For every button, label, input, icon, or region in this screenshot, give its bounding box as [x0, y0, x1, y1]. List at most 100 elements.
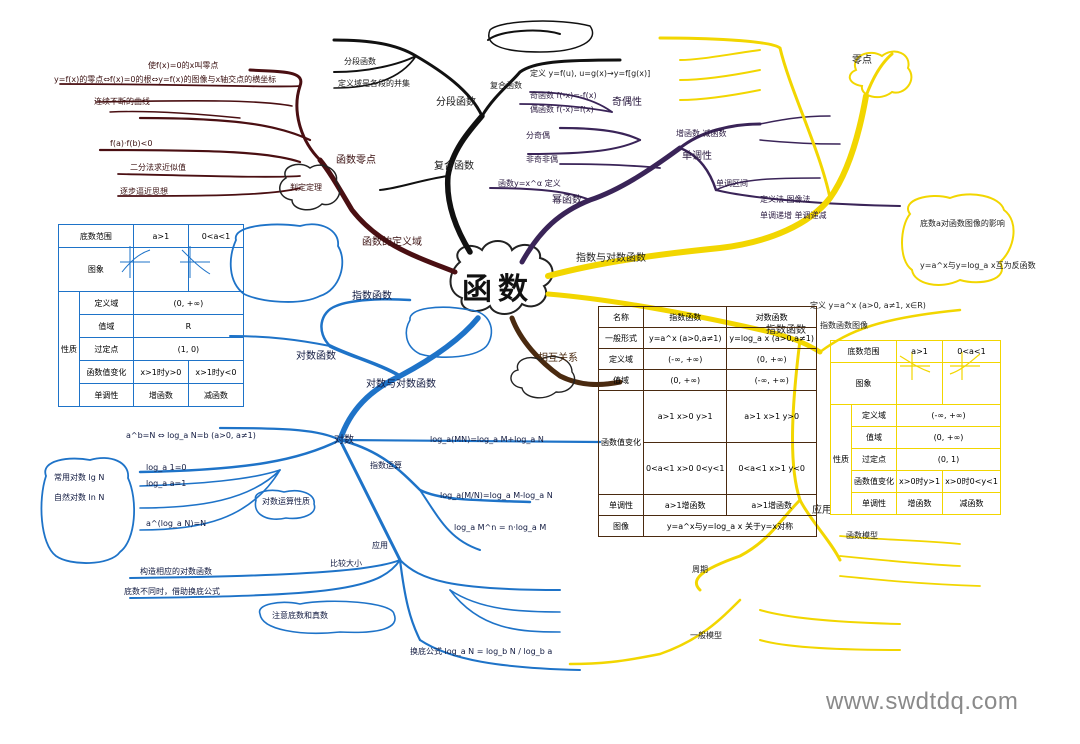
blue-text: a^b=N ⇔ log_a N=b (a>0, a≠1) — [126, 431, 256, 440]
log-table-header-1: 底数范围 — [58, 224, 134, 248]
blue-text: a^(log_a N)=N — [146, 519, 207, 528]
blue-text: 注意底数和真数 — [272, 611, 328, 620]
branch-label-exp-log: 指数与对数函数 — [576, 253, 646, 264]
yellow-text: y=a^x与y=log_a x互为反函数 — [920, 261, 1036, 270]
exp-table-cell: 减函数 — [942, 492, 1001, 515]
log-table-side: 性质 — [58, 291, 80, 407]
red-text: f(a)·f(b)<0 — [110, 139, 153, 148]
red-text: 连续不断的曲线 — [94, 97, 150, 106]
purple-text: 奇函数 f(-x)=-f(x) — [530, 91, 597, 100]
central-title: 函数 — [462, 272, 534, 307]
branch-red — [59, 68, 458, 275]
branch-label-log-func: 对数函数 — [296, 351, 336, 362]
yellow-text: 底数a对函数图像的影响 — [920, 219, 1005, 228]
comparison-cell: 一般形式 — [598, 327, 644, 349]
exp-table-header: 0<a<1 — [942, 340, 1001, 363]
center-cloud — [449, 240, 554, 315]
log-table-cell: x>1时y>0 — [132, 360, 189, 384]
branch-blue — [129, 298, 602, 671]
yellow-text: 函数模型 — [846, 531, 878, 540]
log-table-cell: 过定点 — [79, 337, 134, 361]
black-text: 复合函数 — [490, 81, 522, 90]
red-text: 二分法求近似值 — [130, 163, 186, 172]
log-table-cell: R — [132, 314, 245, 338]
exp-table-cell: 过定点 — [851, 448, 897, 471]
exp-table-cell: (0, +∞) — [896, 426, 1001, 449]
exp-table-cell: 单调性 — [851, 492, 897, 515]
comparison-table: 名称 指数函数 对数函数 一般形式 y=a^x (a>0,a≠1) y=log_… — [598, 306, 817, 537]
exp-table-cell: 图象 — [830, 362, 897, 405]
blue-text: log_a(M/N)=log_a M-log_a N — [440, 491, 553, 500]
log-table-cell: (0, +∞) — [132, 291, 245, 315]
yellow-text: 一般模型 — [690, 631, 722, 640]
comparison-cell: 图像 — [598, 515, 644, 537]
comparison-cell: (-∞, +∞) — [642, 348, 728, 370]
comparison-cell: 值域 — [598, 369, 644, 391]
watermark: www.swdtdq.com — [826, 688, 1019, 715]
exp-table-cell: 值域 — [851, 426, 897, 449]
blue-text: log_a(MN)=log_a M+log_a N — [430, 435, 544, 444]
branch-label-composite: 复合函数 — [434, 161, 474, 172]
black-text: 定义域是各段的并集 — [338, 79, 410, 88]
comparison-cell: (0, +∞) — [726, 348, 817, 370]
branch-label-power: 幂函数 — [552, 195, 582, 206]
exp-table-cell — [895, 362, 944, 405]
log-table-cell: 定义域 — [79, 291, 134, 315]
exp-table-cell: 增函数 — [895, 492, 944, 515]
comparison-cell: a>1增函数 — [726, 494, 817, 516]
branch-label-log: 对数 — [334, 435, 354, 446]
yellow-text: 零点 — [852, 55, 872, 66]
log-table-cell — [187, 247, 245, 292]
comparison-header: 指数函数 — [642, 306, 728, 328]
exp-function-table: 底数范围 a>1 0<a<1 图象 性质 定义域 (-∞, +∞) 值域 (0,… — [830, 340, 1001, 515]
log-function-table: 底数范围 a>1 0<a<1 图象 性质 定义域 (0, +∞) 值域 R 过定… — [58, 224, 245, 407]
log-table-cell: (1, 0) — [132, 337, 245, 361]
red-bubble — [279, 163, 341, 211]
branch-label-relation: 相互关系 — [538, 353, 578, 364]
log-table-cell: 单调性 — [79, 383, 134, 407]
yellow-text: 指数函数图像 — [820, 321, 868, 330]
comparison-cell: 定义域 — [598, 348, 644, 370]
log-table-cell: 增函数 — [132, 383, 189, 407]
purple-text: 非奇非偶 — [526, 155, 558, 164]
comparison-cell: (0, +∞) — [642, 369, 728, 391]
blue-text: 构造相应的对数函数 — [140, 567, 212, 576]
log-table-cell: x>1时y<0 — [187, 360, 245, 384]
comparison-cell: y=log_a x (a>0,a≠1) — [726, 327, 817, 349]
comparison-cell: y=a^x (a>0,a≠1) — [642, 327, 728, 349]
exp-table-header: a>1 — [895, 340, 944, 363]
comparison-cell: a>1增函数 — [642, 494, 728, 516]
yellow-text: 定义 y=a^x (a>0, a≠1, x∈R) — [810, 301, 926, 310]
branch-label-definition-domain: 函数的定义域 — [362, 237, 422, 248]
exp-table-cell: 定义域 — [851, 404, 897, 427]
blue-text: 比较大小 — [330, 559, 362, 568]
branch-label-parity: 奇偶性 — [612, 97, 642, 108]
branch-purple — [489, 91, 901, 265]
blue-text: log_a M^n = n·log_a M — [454, 523, 547, 532]
log-table-cell — [132, 247, 189, 292]
purple-text: 分奇偶 — [526, 131, 550, 140]
purple-text: 增函数 减函数 — [676, 129, 727, 138]
comparison-header: 名称 — [598, 306, 644, 328]
comparison-cell: a>1 x>0 y>1 — [642, 390, 728, 443]
exp-table-cell: (-∞, +∞) — [896, 404, 1001, 427]
blue-cloud-left — [40, 457, 136, 564]
top-bubble — [488, 20, 594, 53]
exp-table-cell: x>0时0<y<1 — [942, 470, 1001, 493]
branch-black — [332, 29, 622, 255]
purple-text: 定义法 图像法 — [760, 195, 811, 204]
blue-cloud-top — [229, 223, 344, 303]
purple-text: 偶函数 f(-x)=f(x) — [530, 105, 594, 114]
exp-table-cell: x>0时y>1 — [895, 470, 944, 493]
branch-label-monotonic: 单调性 — [682, 151, 712, 162]
yellow-text: 应用 — [812, 505, 832, 516]
yellow-cloud-right — [901, 193, 1015, 286]
comparison-cell: 0<a<1 x>0 0<y<1 — [642, 442, 728, 495]
comparison-header: 对数函数 — [726, 306, 817, 328]
exp-table-header: 底数范围 — [830, 340, 897, 363]
black-text: 分段函数 — [344, 57, 376, 66]
blue-text: 指数运算 — [370, 461, 402, 470]
purple-text: 函数y=x^α 定义 — [498, 179, 561, 188]
exp-table-cell: 函数值变化 — [851, 470, 897, 493]
